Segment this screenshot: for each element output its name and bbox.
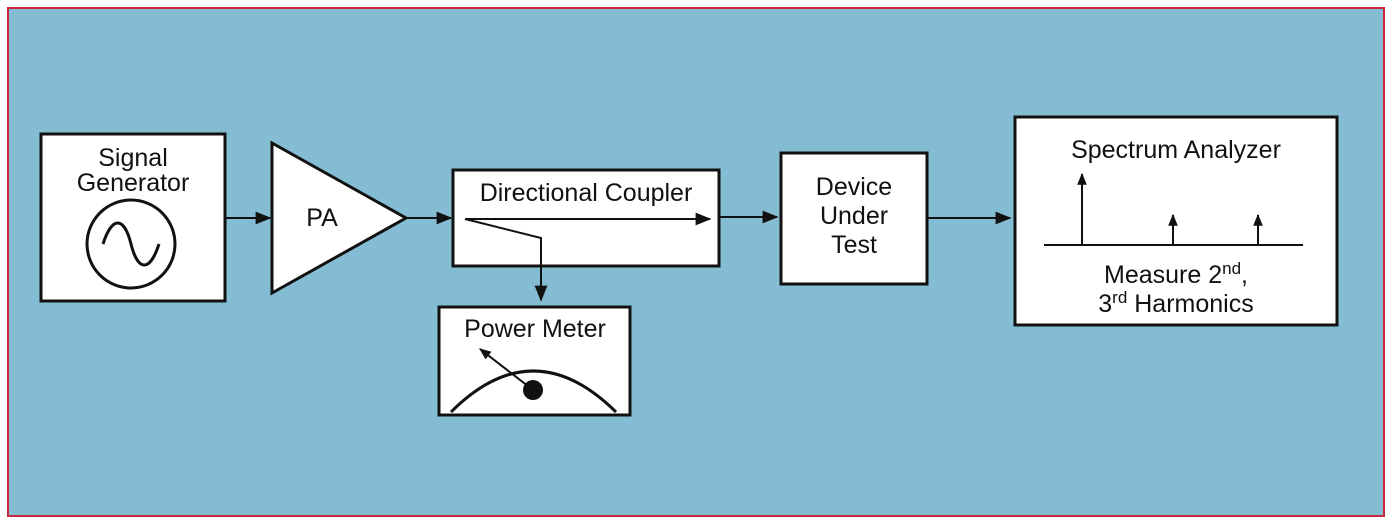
measure-text-line1: Measure 2nd, <box>1104 259 1248 289</box>
dut-label-line1: Device <box>816 173 892 201</box>
pa-block: PA <box>270 140 410 296</box>
coupler-coupled-arrow <box>464 218 548 302</box>
dut-label-line2: Under <box>820 202 888 230</box>
dut-label-line3: Test <box>831 231 877 259</box>
measure-text-line2: 3rd Harmonics <box>1098 288 1253 318</box>
signal-generator-label-line1: Signal <box>98 144 168 172</box>
spectrum-lines-icon <box>1044 172 1303 246</box>
power-meter-block: Power Meter <box>437 305 632 417</box>
sine-wave-icon <box>85 198 177 290</box>
signal-generator-label-line2: Generator <box>77 169 190 197</box>
coupler-label: Directional Coupler <box>480 179 693 207</box>
directional-coupler-block: Directional Coupler <box>451 168 721 302</box>
spectrum-analyzer-title: Spectrum Analyzer <box>1071 136 1281 164</box>
meter-gauge-icon <box>449 348 618 414</box>
pa-label: PA <box>306 204 338 232</box>
power-meter-label: Power Meter <box>464 315 606 343</box>
dut-block: Device Under Test <box>779 151 929 286</box>
signal-generator-block: Signal Generator <box>39 132 227 303</box>
spectrum-analyzer-block: Spectrum Analyzer Measure 2nd, 3rd Harmo… <box>1013 115 1339 327</box>
